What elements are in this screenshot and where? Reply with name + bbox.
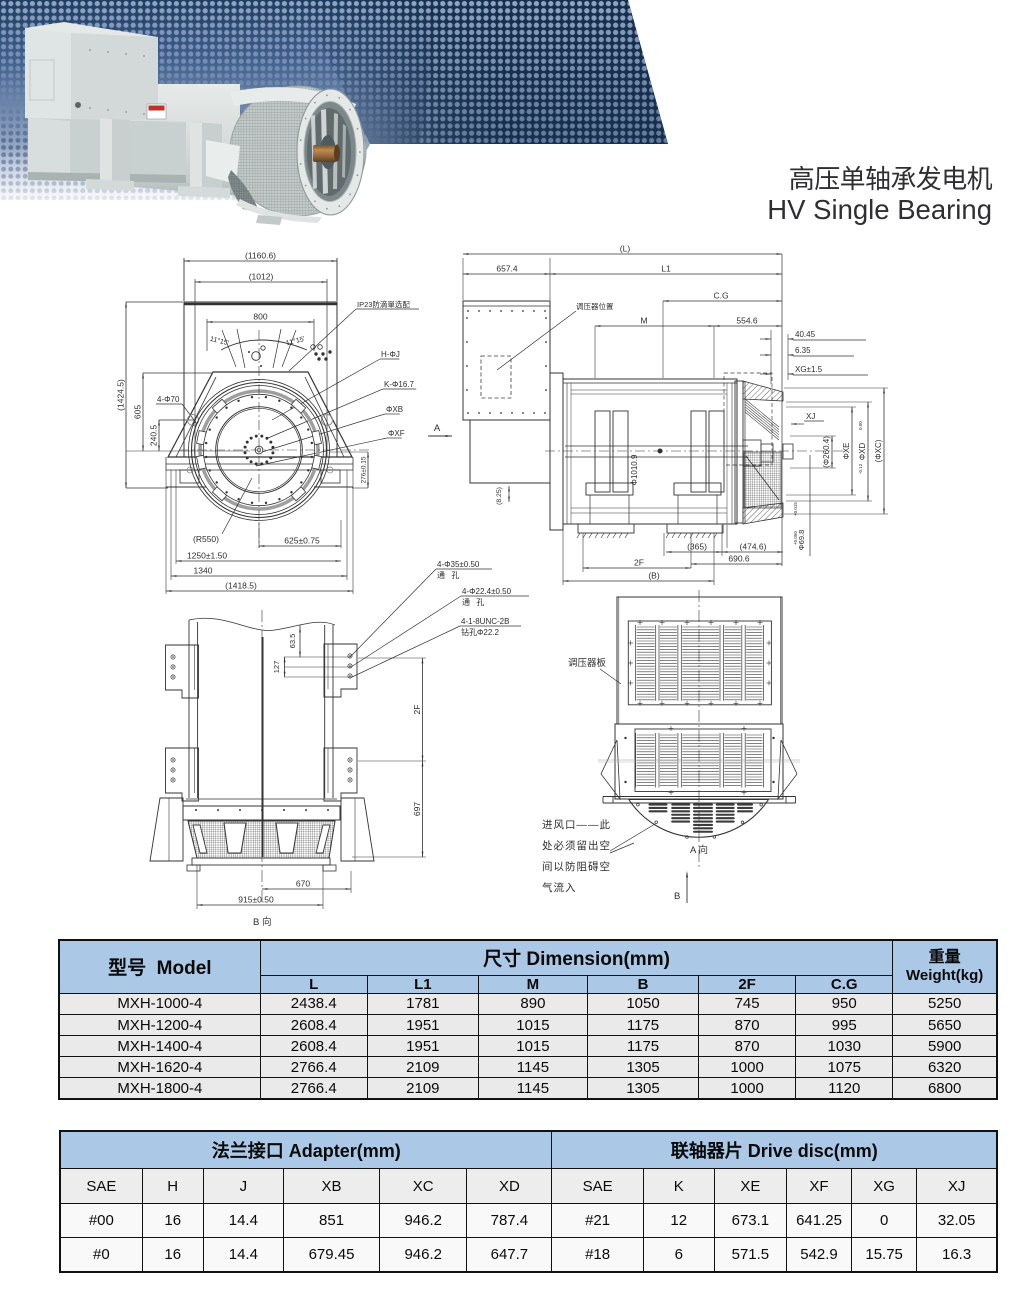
svg-text:ΦXB: ΦXB: [386, 405, 403, 414]
svg-text:276±0.15: 276±0.15: [361, 456, 368, 483]
svg-text:H-ΦJ: H-ΦJ: [381, 350, 400, 359]
svg-text:A: A: [434, 423, 441, 434]
svg-text:+0.050: +0.050: [793, 531, 798, 545]
svg-text:2F: 2F: [412, 705, 422, 715]
svg-text:XJ: XJ: [806, 412, 815, 421]
svg-text:ΦXF: ΦXF: [388, 429, 405, 438]
svg-text:(8.25): (8.25): [496, 487, 503, 505]
svg-text:4-Φ22.4±0.50: 4-Φ22.4±0.50: [462, 587, 512, 596]
svg-text:(474.6): (474.6): [740, 542, 767, 552]
svg-text:C.G: C.G: [713, 291, 728, 301]
svg-text:4-1-8UNC-2B: 4-1-8UNC-2B: [461, 617, 509, 626]
svg-text:Φ69.8: Φ69.8: [797, 530, 806, 551]
svg-text:L1: L1: [661, 264, 671, 274]
svg-text:554.6: 554.6: [736, 316, 758, 326]
svg-text:697: 697: [412, 802, 422, 816]
svg-text:800: 800: [253, 312, 267, 322]
svg-text:240.5: 240.5: [149, 425, 159, 447]
svg-text:(R550): (R550): [193, 534, 219, 544]
svg-text:(ΦXC): (ΦXC): [874, 439, 883, 462]
svg-text:ΦXD: ΦXD: [858, 443, 867, 461]
svg-text:IP23防滴單选配: IP23防滴單选配: [357, 299, 410, 309]
svg-text:4-Φ70: 4-Φ70: [157, 395, 180, 404]
svg-text:(B): (B): [648, 571, 660, 581]
svg-text:657.4: 657.4: [496, 264, 518, 274]
svg-text:40.45: 40.45: [795, 330, 816, 339]
svg-text:1340: 1340: [194, 566, 213, 576]
svg-text:B: B: [674, 891, 680, 902]
svg-text:(1418.5): (1418.5): [225, 581, 257, 591]
svg-text:K-Φ16.7: K-Φ16.7: [384, 380, 415, 389]
svg-text:通 孔: 通 孔: [462, 597, 486, 607]
svg-text:127: 127: [272, 661, 281, 674]
svg-text:进风口——此: 进风口——此: [542, 818, 611, 831]
svg-text:M: M: [640, 316, 647, 326]
svg-text:(1012): (1012): [249, 272, 274, 282]
svg-text:(1424.5): (1424.5): [116, 379, 126, 411]
svg-text:调压器位置: 调压器位置: [576, 301, 614, 311]
svg-text:A 向: A 向: [690, 844, 708, 856]
svg-text:(Φ260.4): (Φ260.4): [822, 436, 831, 468]
svg-text:间以防阻碍空: 间以防阻碍空: [542, 860, 611, 873]
svg-text:气流入: 气流入: [542, 881, 577, 894]
svg-text:(365): (365): [687, 542, 707, 552]
svg-text:调压器板: 调压器板: [568, 657, 607, 669]
svg-text:-0.12: -0.12: [858, 463, 863, 474]
svg-text:Φ1010.9: Φ1010.9: [630, 454, 639, 485]
svg-text:钻孔Φ22.2: 钻孔Φ22.2: [461, 627, 500, 637]
svg-text:11°15': 11°15': [209, 335, 230, 347]
svg-text:690.6: 690.6: [728, 554, 750, 564]
svg-text:6.35: 6.35: [795, 346, 811, 355]
svg-text:4-Φ35±0.50: 4-Φ35±0.50: [437, 560, 480, 569]
svg-text:2F: 2F: [634, 558, 644, 568]
svg-text:625±0.75: 625±0.75: [284, 536, 320, 546]
svg-text:+0.015: +0.015: [793, 502, 798, 516]
svg-text:670: 670: [296, 879, 310, 889]
svg-text:915±0.50: 915±0.50: [238, 895, 274, 905]
svg-text:处必须留出空: 处必须留出空: [542, 839, 611, 852]
svg-text:ΦXE: ΦXE: [842, 442, 851, 459]
svg-text:(1160.6): (1160.6): [245, 251, 276, 261]
svg-text:XG±1.5: XG±1.5: [795, 365, 823, 374]
svg-text:0.00: 0.00: [858, 421, 863, 430]
svg-text:63.5: 63.5: [288, 634, 297, 649]
svg-text:1250±1.50: 1250±1.50: [187, 551, 227, 561]
svg-text:(L): (L): [620, 244, 631, 254]
svg-text:605: 605: [133, 405, 143, 419]
svg-text:通 孔: 通 孔: [437, 570, 461, 580]
svg-text:B 向: B 向: [253, 916, 271, 928]
